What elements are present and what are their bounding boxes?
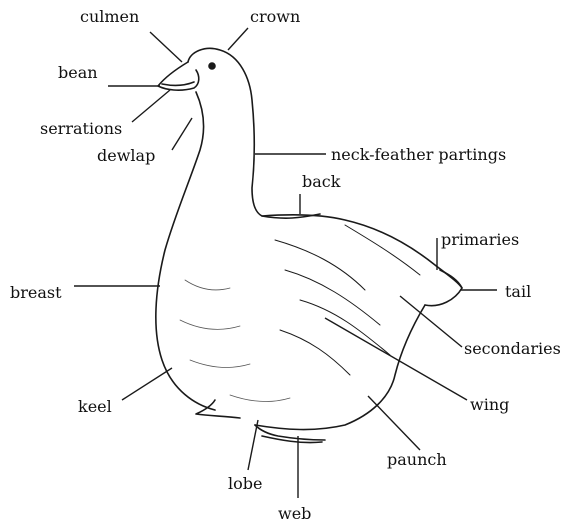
beak-mouth-line (162, 82, 194, 85)
leader-crown (228, 28, 248, 50)
label-tail: tail (505, 283, 531, 301)
leader-dewlap (172, 118, 192, 150)
label-dewlap: dewlap (97, 147, 155, 165)
leader-wing (325, 318, 467, 400)
label-neck-feather-partings: neck-feather partings (331, 146, 506, 164)
label-breast: breast (10, 284, 62, 302)
breast-feathers (180, 280, 290, 402)
front-neck-breast-outline (156, 92, 215, 410)
label-back: back (302, 173, 340, 191)
tail-outline (425, 270, 462, 306)
label-secondaries: secondaries (464, 340, 561, 358)
label-crown: crown (250, 8, 300, 26)
label-keel: keel (78, 398, 112, 416)
label-web: web (278, 505, 311, 523)
label-lobe: lobe (228, 475, 262, 493)
label-serrations: serrations (40, 120, 122, 138)
eye (209, 63, 215, 69)
leader-paunch (368, 396, 420, 450)
label-wing: wing (470, 396, 509, 414)
back-outline (262, 215, 462, 288)
wing-feathers (275, 225, 420, 375)
paunch-outline (255, 305, 425, 430)
head-neck-outline (188, 48, 320, 218)
leader-culmen (150, 32, 182, 62)
leader-serrations (132, 90, 170, 122)
label-paunch: paunch (387, 451, 447, 469)
label-primaries: primaries (441, 231, 519, 249)
leader-lobe (248, 420, 258, 470)
leader-secondaries (400, 296, 462, 347)
leader-keel (122, 368, 172, 400)
left-leg (196, 400, 240, 418)
right-leg (255, 425, 325, 443)
label-bean: bean (58, 64, 98, 82)
label-culmen: culmen (80, 8, 139, 26)
